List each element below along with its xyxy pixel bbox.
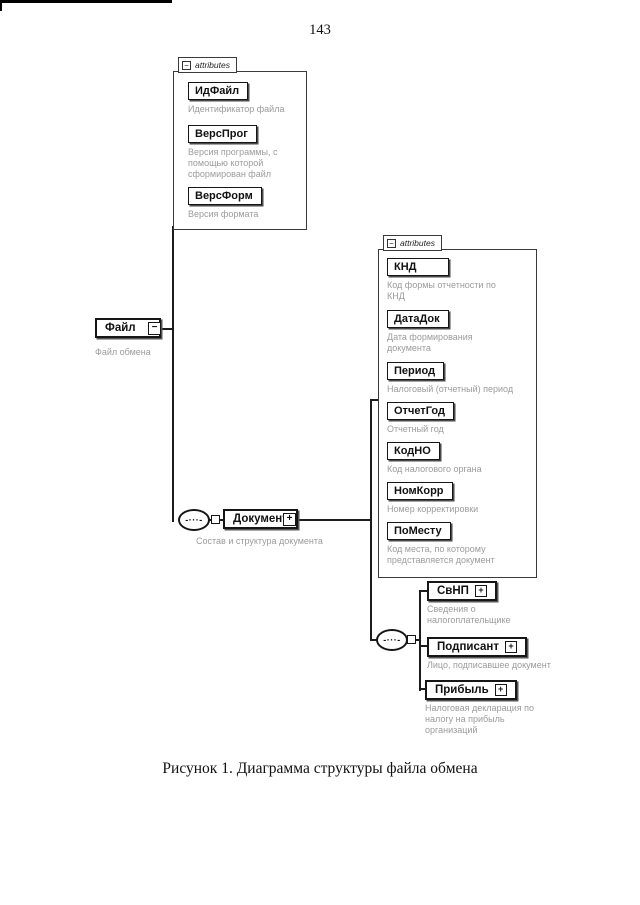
attribute-box-otchetgod: ОтчетГод <box>387 402 454 420</box>
attribute-box-kodno: КодНО <box>387 442 440 460</box>
attribute-box-versprog: ВерсПрог <box>188 125 257 143</box>
attribute-description: Налоговый (отчетный) период <box>387 384 514 394</box>
scan-artifact <box>0 0 172 3</box>
element-label: Файл <box>105 322 136 334</box>
attribute-description: Версия программы, с помощью которой сфор… <box>188 147 278 179</box>
element-label: Прибыль <box>435 684 489 696</box>
connector-line <box>294 519 372 521</box>
element-description: Состав и структура документа <box>196 536 323 546</box>
attribute-description: Код места, по которому представляется до… <box>387 544 495 565</box>
element-label: Подписант <box>437 641 499 653</box>
attribute-box-period: Период <box>387 362 445 380</box>
attribute-description: Версия формата <box>188 209 259 219</box>
attribute-box-datadok: ДатаДок <box>387 310 449 328</box>
attribute-description: Отчетный год <box>387 424 444 434</box>
element-description: Сведения о налогоплательщике <box>427 604 511 625</box>
joint-icon <box>211 515 220 524</box>
element-box-pribyl: Прибыль + <box>425 680 517 700</box>
connector-line <box>419 645 428 647</box>
connector-line <box>160 328 173 330</box>
attribute-description: Номер корректировки <box>387 504 479 514</box>
collapse-icon: − <box>182 60 191 70</box>
page-number: 143 <box>309 22 331 38</box>
attributes-tab-label: attributes <box>400 238 435 248</box>
connector-line <box>419 590 421 691</box>
attribute-description: Код формы отчетности по КНД <box>387 280 496 301</box>
element-box-podpisant: Подписант + <box>427 637 527 657</box>
document-attributes-tab: − attributes <box>383 235 442 251</box>
attribute-box-versform: ВерсФорм <box>188 187 262 205</box>
element-box-fajl: Файл <box>95 318 161 338</box>
attribute-box-idfajl: ИдФайл <box>188 82 249 100</box>
element-description: Лицо, подписавшее документ <box>427 660 551 670</box>
expand-icon: + <box>504 641 517 653</box>
file-attributes-tab: − attributes <box>178 57 237 73</box>
element-description: Налоговая декларация по налогу на прибыл… <box>425 703 535 735</box>
element-box-svnp: СвНП + <box>427 581 497 601</box>
attributes-tab-label: attributes <box>195 60 230 70</box>
collapse-icon: − <box>148 322 161 335</box>
figure-caption: Рисунок 1. Диаграмма структуры файла обм… <box>162 760 478 777</box>
connector-line <box>370 639 378 641</box>
collapse-icon: − <box>387 238 396 248</box>
connector-line <box>419 688 426 690</box>
element-label: Документ <box>233 513 288 525</box>
expand-icon: + <box>494 684 507 696</box>
connector-line <box>419 590 428 592</box>
attribute-box-knd: КНД <box>387 258 449 276</box>
element-box-dokument: Документ <box>223 509 298 529</box>
attribute-box-nomkorr: НомКорр <box>387 482 453 500</box>
element-label: СвНП <box>437 585 469 597</box>
attribute-description: Дата формирования документа <box>387 332 473 353</box>
scan-artifact <box>0 0 2 11</box>
expand-icon: + <box>283 513 296 526</box>
connector-line <box>370 399 379 401</box>
connector-line <box>172 226 174 522</box>
connector-line <box>413 639 421 641</box>
sequence-icon: -···- <box>178 509 210 531</box>
element-description: Файл обмена <box>95 347 151 357</box>
expand-icon: + <box>474 585 487 597</box>
attribute-description: Идентификатор файла <box>188 104 285 114</box>
sequence-icon: -···- <box>376 629 408 651</box>
attribute-description: Код налогового органа <box>387 464 482 474</box>
joint-icon <box>407 635 416 644</box>
attribute-box-pomestu: ПоМесту <box>387 522 451 540</box>
connector-line <box>370 399 372 641</box>
